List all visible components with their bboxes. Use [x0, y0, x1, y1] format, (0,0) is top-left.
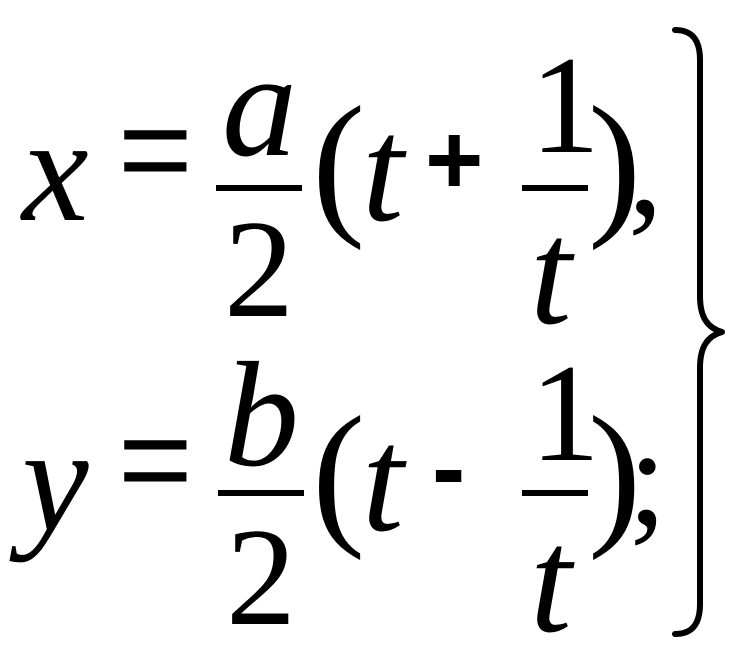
eq2-left-paren: (: [312, 383, 366, 561]
eq1-inner-denominator: t: [530, 190, 572, 356]
eq1-inner-numerator: 1: [530, 28, 600, 183]
eq1-right-paren: ): [588, 73, 642, 251]
eq1-plus-operator: +: [425, 104, 484, 216]
eq1-variable-x: x: [22, 87, 89, 253]
eq2-minus-operator: -: [432, 412, 466, 524]
eq1-fraction-numerator: a: [222, 22, 297, 188]
eq2-equals-sign: =: [118, 388, 193, 531]
eq1-fraction-denominator: 2: [224, 192, 294, 347]
eq2-fraction-bar: [218, 490, 304, 496]
eq2-inner-fraction-bar: [522, 490, 588, 496]
eq2-semicolon: ;: [628, 400, 667, 555]
eq2-inner-denominator: t: [530, 498, 572, 664]
eq1-inner-fraction-bar: [522, 185, 588, 191]
eq1-fraction-bar: [216, 185, 302, 191]
eq1-left-paren: (: [312, 73, 366, 251]
eq1-equals-sign: =: [118, 78, 193, 221]
eq2-fraction-denominator: 2: [226, 500, 296, 655]
eq1-comma: ,: [628, 90, 663, 245]
eq2-variable-y: y: [22, 397, 89, 563]
eq2-inner-numerator: 1: [530, 336, 600, 491]
eq2-right-paren: ): [588, 383, 642, 561]
eq2-fraction-numerator: b: [224, 332, 299, 498]
eq1-variable-t: t: [362, 87, 404, 253]
eq2-variable-t: t: [362, 397, 404, 563]
